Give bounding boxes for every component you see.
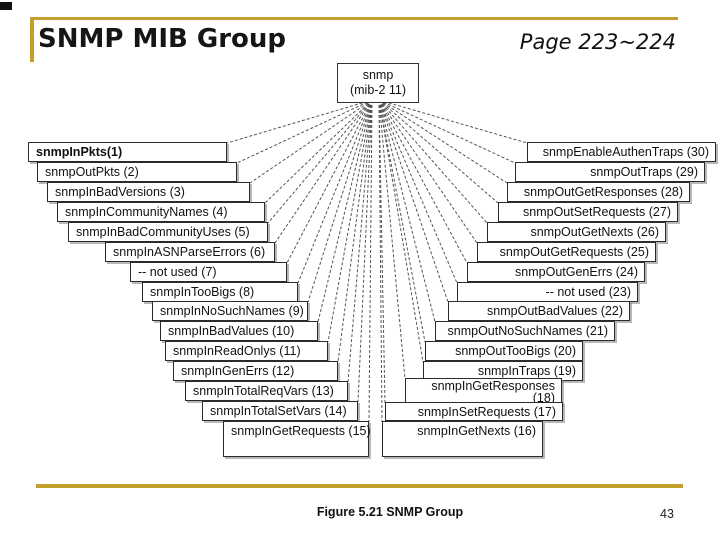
mib-box-9: snmpInNoSuchNames (9)	[152, 301, 308, 321]
snmp-root-node: snmp (mib-2 11)	[337, 63, 419, 103]
mib-box-3: snmpInBadVersions (3)	[47, 182, 250, 202]
mib-box-19: snmpInTraps (19)	[423, 361, 583, 381]
title-left-rule	[30, 17, 34, 62]
mib-box-18: snmpInGetResponses (18)	[405, 378, 562, 404]
mib-box-24: snmpOutGenErrs (24)	[467, 262, 645, 282]
mib-box-22: snmpOutBadValues (22)	[448, 301, 630, 321]
mib-box-28: snmpOutGetResponses (28)	[507, 182, 690, 202]
mib-box-14: snmpInTotalSetVars (14)	[202, 401, 358, 421]
mib-box-17: snmpInSetRequests (17)	[385, 402, 563, 421]
mib-box-12: snmpInGenErrs (12)	[173, 361, 338, 381]
figure-caption: Figure 5.21 SNMP Group	[316, 505, 464, 519]
mib-box-13: snmpInTotalReqVars (13)	[185, 381, 348, 401]
mib-box-20: snmpOutTooBigs (20)	[425, 341, 583, 361]
mib-box-4: snmpInCommunityNames (4)	[57, 202, 265, 222]
mib-box-2: snmpOutPkts (2)	[37, 162, 237, 182]
mib-box-15: snmpInGetRequests (15)	[223, 421, 371, 457]
mib-box-10: snmpInBadValues (10)	[160, 321, 318, 341]
mib-box-23: -- not used (23)	[457, 282, 638, 302]
page-reference: Page 223~224	[519, 30, 676, 54]
mib-box-16: snmpInGetNexts (16)	[382, 421, 543, 457]
mib-box-8: snmpInTooBigs (8)	[142, 282, 298, 302]
mib-box-25: snmpOutGetRequests (25)	[477, 242, 656, 262]
mib-box-27: snmpOutSetRequests (27)	[498, 202, 678, 222]
page-number: 43	[660, 507, 674, 521]
mib-box-1: snmpInPkts(1)	[28, 142, 227, 162]
corner-mark	[0, 2, 12, 10]
title-top-rule	[30, 17, 678, 20]
mib-box-5: snmpInBadCommunityUses (5)	[68, 222, 268, 242]
mib-box-11: snmpInReadOnlys (11)	[165, 341, 328, 361]
mib-box-30: snmpEnableAuthenTraps (30)	[527, 142, 716, 162]
mib-box-26: snmpOutGetNexts (26)	[487, 222, 666, 242]
mib-box-6: snmpInASNParseErrors (6)	[105, 242, 275, 262]
snmp-root-label: snmp	[362, 68, 394, 82]
footer-rule	[36, 484, 683, 488]
mib-box-21: snmpOutNoSuchNames (21)	[435, 321, 615, 341]
snmp-root-oid: (mib-2 11)	[349, 83, 407, 97]
mib-box-7: -- not used (7)	[130, 262, 287, 282]
mib-box-29: snmpOutTraps (29)	[515, 162, 705, 182]
slide-title: SNMP MIB Group	[38, 24, 287, 54]
